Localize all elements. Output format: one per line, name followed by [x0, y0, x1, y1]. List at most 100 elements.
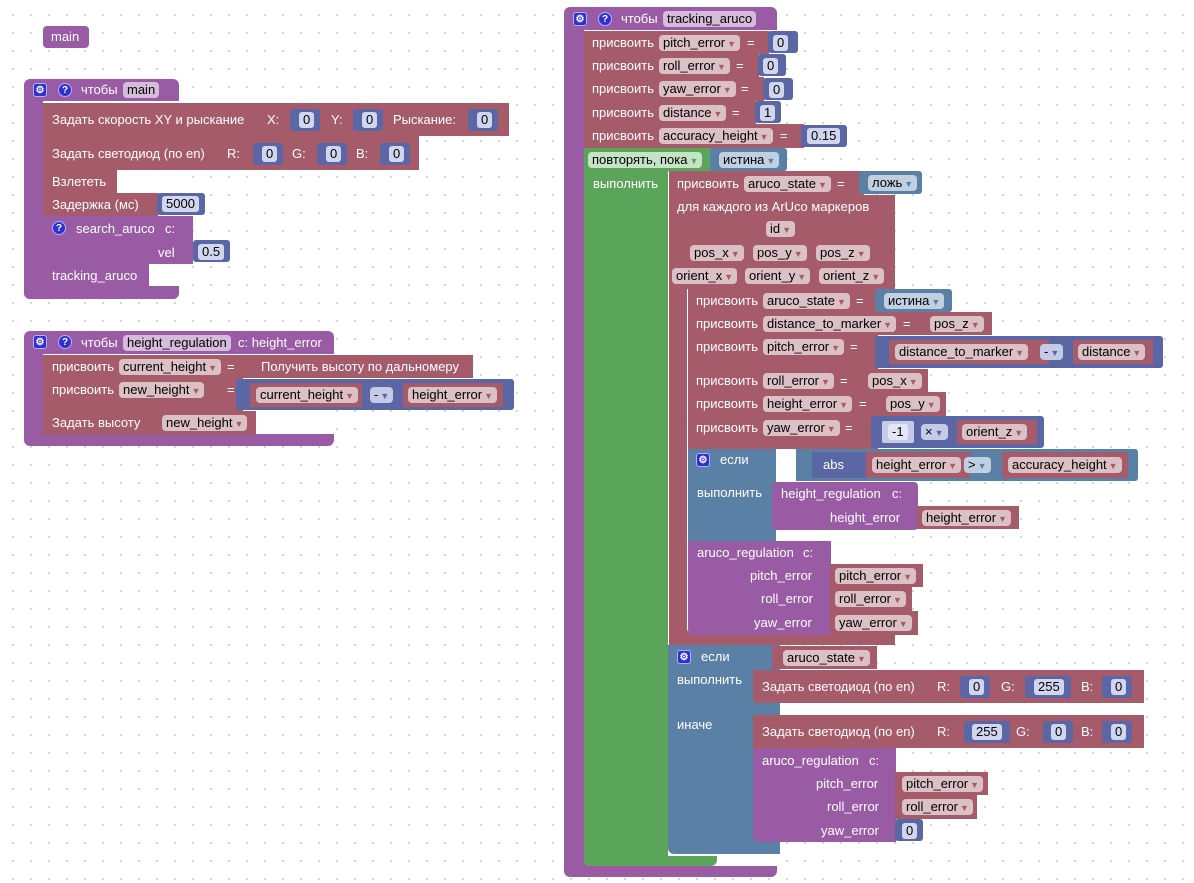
var-height-error[interactable]: height_error▼ — [763, 396, 853, 412]
b-value[interactable]: 0 — [389, 146, 405, 162]
var-aruco-state[interactable]: aruco_state▼ — [783, 650, 870, 666]
var-orient-z[interactable]: orient_z▼ — [962, 424, 1028, 440]
assign-roll-error-calc-block[interactable]: присвоить roll_error▼ = pos_x▼ — [688, 369, 928, 392]
var-roll-error[interactable]: roll_error▼ — [763, 373, 834, 389]
var-pitch-error[interactable]: pitch_error▼ — [835, 568, 917, 584]
set-led-block[interactable]: Задать светодиод (по en) R: 0 G: 0 B: 0 — [43, 136, 419, 170]
var-orient-z[interactable]: orient_z▼ — [819, 268, 885, 284]
var-roll-error[interactable]: roll_error▼ — [659, 58, 730, 74]
bool-true-dropdown[interactable]: истина▼ — [884, 293, 945, 309]
bool-false-dropdown[interactable]: ложь▼ — [868, 175, 918, 191]
var-yaw-error[interactable]: yaw_error▼ — [763, 420, 840, 436]
var-yaw-error[interactable]: yaw_error▼ — [835, 615, 912, 631]
var-height-error[interactable]: height_error▼ — [872, 457, 962, 473]
true-block[interactable]: истина▼ — [875, 289, 952, 312]
var-current-height[interactable]: current_height▼ — [119, 359, 222, 375]
height-func-name-field[interactable]: height_regulation — [123, 335, 231, 351]
accuracy-height-init-value[interactable]: 0.15 — [807, 128, 841, 144]
call-main-block[interactable]: main — [43, 26, 89, 48]
assign-pitch-error-calc-block[interactable]: присвоить pitch_error▼ = — [688, 335, 878, 369]
var-current-height[interactable]: current_height▼ — [256, 387, 359, 403]
var-pos-x[interactable]: pos_x▼ — [690, 245, 744, 261]
compare-operator-dropdown[interactable]: >▼ — [964, 457, 991, 473]
assign-height-error-calc-block[interactable]: присвоить height_error▼ = pos_y▼ — [688, 392, 946, 416]
assign-roll-error-block[interactable]: присвоить roll_error▼ = — [584, 54, 759, 77]
var-accuracy-height[interactable]: accuracy_height▼ — [1008, 457, 1122, 473]
yaw-error-zero-value[interactable]: 0 — [902, 823, 918, 839]
var-pitch-error[interactable]: pitch_error▼ — [763, 339, 845, 355]
var-pos-y[interactable]: pos_y▼ — [886, 396, 940, 412]
r-value[interactable]: 0 — [262, 146, 278, 162]
get-rangefinder-height-block[interactable]: Получить высоту по дальномеру — [261, 359, 460, 374]
g-value[interactable]: 255 — [1034, 679, 1064, 695]
neg-one-value[interactable]: -1 — [888, 424, 908, 440]
assign-yaw-error-calc-block[interactable]: присвоить yaw_error▼ = — [688, 416, 878, 449]
assign-aruco-state-false-block[interactable]: присвоить aruco_state▼ = — [669, 171, 864, 195]
g-value[interactable]: 0 — [1051, 724, 1067, 740]
operator-dropdown[interactable]: -▼ — [1040, 344, 1064, 360]
var-new-height[interactable]: new_height▼ — [162, 415, 248, 431]
distance-init-value[interactable]: 1 — [760, 105, 776, 121]
operator-dropdown[interactable]: -▼ — [370, 387, 394, 403]
help-icon[interactable]: ? — [598, 12, 612, 26]
gear-icon[interactable]: ⚙ — [573, 12, 587, 26]
assign-distance-to-marker-block[interactable]: присвоить distance_to_marker▼ = pos_z▼ — [688, 312, 992, 335]
aruco-regulation-call-block[interactable]: aruco_regulation с: pitch_error roll_err… — [753, 748, 896, 842]
b-value[interactable]: 0 — [1111, 679, 1127, 695]
takeoff-block[interactable]: Взлететь — [43, 170, 117, 193]
help-icon[interactable]: ? — [58, 83, 72, 97]
bool-true-dropdown[interactable]: истина▼ — [719, 152, 780, 168]
var-aruco-state[interactable]: aruco_state▼ — [744, 176, 831, 192]
r-value[interactable]: 255 — [972, 724, 1002, 740]
var-pos-y[interactable]: pos_y▼ — [753, 245, 807, 261]
var-pos-x[interactable]: pos_x▼ — [868, 373, 922, 389]
main-name-field[interactable]: main — [123, 82, 160, 98]
compare-block[interactable]: abs height_error▼ >▼ accuracy_height▼ — [796, 449, 1138, 481]
multiply-block[interactable]: -1 ×▼ orient_z▼ — [871, 416, 1044, 448]
var-height-error[interactable]: height_error▼ — [922, 510, 1012, 526]
g-value[interactable]: 0 — [326, 146, 342, 162]
var-new-height[interactable]: new_height▼ — [119, 382, 205, 398]
var-pos-z[interactable]: pos_z▼ — [930, 316, 984, 332]
true-block[interactable]: истина▼ — [710, 148, 787, 171]
b-value[interactable]: 0 — [1111, 724, 1127, 740]
var-distance[interactable]: distance▼ — [1078, 344, 1146, 360]
var-orient-y[interactable]: orient_y▼ — [745, 268, 811, 284]
assign-aruco-state-true-block[interactable]: присвоить aruco_state▼ = — [688, 289, 880, 312]
if-height-block[interactable]: ⚙ если выполнить — [688, 449, 776, 541]
search-aruco-vel-value[interactable]: 0.5 — [198, 244, 225, 260]
tracking-aruco-call-block[interactable]: tracking_aruco — [43, 264, 149, 287]
assign-new-height-block[interactable]: присвоить new_height▼ = — [43, 378, 243, 411]
var-roll-error[interactable]: roll_error▼ — [835, 591, 906, 607]
help-icon[interactable]: ? — [52, 221, 66, 235]
help-icon[interactable]: ? — [58, 335, 72, 349]
pitch-error-init-value[interactable]: 0 — [773, 35, 789, 51]
loop-mode-dropdown[interactable]: повторять, пока▼ — [588, 152, 703, 168]
assign-pitch-error-block[interactable]: присвоить pitch_error▼ = — [584, 31, 769, 54]
var-orient-x[interactable]: orient_x▼ — [672, 268, 738, 284]
yaw-value[interactable]: 0 — [477, 112, 493, 128]
operator-dropdown[interactable]: ×▼ — [921, 424, 948, 440]
set-led-green-block[interactable]: Задать светодиод (по en) R: 0 G: 255 B: … — [753, 670, 1144, 703]
gear-icon[interactable]: ⚙ — [696, 453, 710, 467]
subtract-block[interactable]: current_height▼ -▼ height_error▼ — [236, 379, 514, 410]
delay-block[interactable]: Задержка (мс) — [43, 193, 158, 216]
var-distance[interactable]: distance▼ — [659, 105, 727, 121]
set-height-block[interactable]: Задать высоту new_height▼ — [43, 411, 256, 435]
subtract-block[interactable]: distance_to_marker▼ -▼ distance▼ — [875, 336, 1163, 368]
var-id[interactable]: id▼ — [766, 221, 796, 237]
var-accuracy-height[interactable]: accuracy_height▼ — [659, 128, 773, 144]
height-regulation-call-block[interactable]: height_regulation с: height_error — [772, 482, 918, 530]
var-pitch-error[interactable]: pitch_error▼ — [902, 776, 984, 792]
var-aruco-state[interactable]: aruco_state▼ — [763, 293, 850, 309]
assign-accuracy-height-block[interactable]: присвоить accuracy_height▼ = — [584, 124, 804, 148]
aruco-regulation-call-block[interactable]: aruco_regulation с: pitch_error roll_err… — [688, 541, 831, 635]
delay-value[interactable]: 5000 — [162, 196, 199, 212]
var-height-error[interactable]: height_error▼ — [408, 387, 498, 403]
tracking-func-name-field[interactable]: tracking_aruco — [663, 11, 757, 27]
assign-yaw-error-block[interactable]: присвоить yaw_error▼ = — [584, 77, 764, 101]
r-value[interactable]: 0 — [969, 679, 985, 695]
var-yaw-error[interactable]: yaw_error▼ — [659, 81, 736, 97]
search-aruco-call-block[interactable]: ? search_aruco с: vel — [43, 216, 193, 264]
roll-error-init-value[interactable]: 0 — [763, 58, 779, 74]
